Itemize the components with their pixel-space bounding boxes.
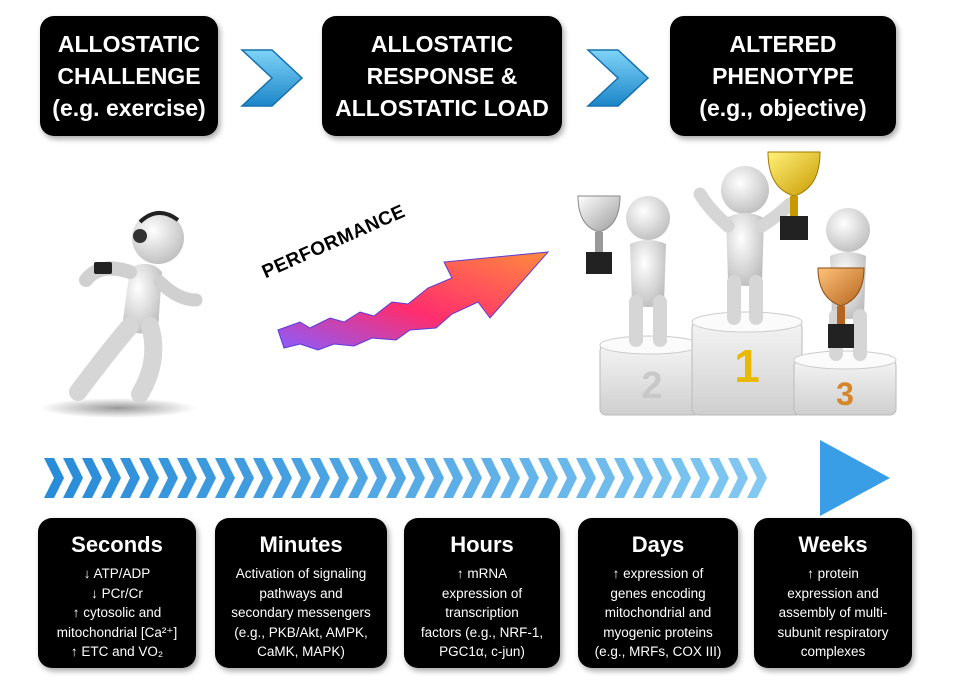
timeline-box-minutes: Minutes Activation of signaling pathways… xyxy=(215,518,387,668)
timeline-chevron-segment xyxy=(348,458,368,498)
timeline-chevron-segment xyxy=(671,458,691,498)
timeline-chevron-segment xyxy=(177,458,197,498)
timeline-box-seconds: Seconds ↓ ATP/ADP ↓ PCr/Cr ↑ cytosolic a… xyxy=(38,518,196,668)
trophy-icon xyxy=(768,152,820,240)
timeline-chevron-segment xyxy=(386,458,406,498)
timeline-chevron-segment xyxy=(120,458,140,498)
timeline-chevron-segment xyxy=(633,458,653,498)
timeline-chevron-segment xyxy=(576,458,596,498)
timeline-chevron-segment xyxy=(500,458,520,498)
timeline-arrow-icon xyxy=(44,440,890,516)
timeline-chevron-segment xyxy=(481,458,501,498)
timeline-chevron-segment xyxy=(747,458,767,498)
timeline-chevron-segment xyxy=(82,458,102,498)
timeline-body-weeks: ↑ protein expression and assembly of mul… xyxy=(754,564,912,662)
timeline-chevron-segment xyxy=(443,458,463,498)
performance-arrow-icon xyxy=(278,252,548,350)
timeline-chevron-segment xyxy=(253,458,273,498)
timeline-body-days: ↑ expression of genes encoding mitochond… xyxy=(578,564,738,662)
timeline-chevron-segment xyxy=(538,458,558,498)
runner-figure-icon xyxy=(40,212,196,418)
timeline-chevron-segment xyxy=(595,458,615,498)
timeline-chevron-segment xyxy=(405,458,425,498)
timeline-chevron-segment xyxy=(158,458,178,498)
timeline-chevron-segment xyxy=(424,458,444,498)
timeline-chevron-segment xyxy=(272,458,292,498)
timeline-chevron-segment xyxy=(690,458,710,498)
timeline-chevron-segment xyxy=(310,458,330,498)
timeline-box-hours: Hours ↑ mRNA expression of transcription… xyxy=(404,518,560,668)
timeline-chevron-segment xyxy=(196,458,216,498)
timeline-body-hours: ↑ mRNA expression of transcription facto… xyxy=(404,564,560,662)
timeline-arrow-head xyxy=(820,440,890,516)
timeline-chevron-segment xyxy=(139,458,159,498)
timeline-box-days: Days ↑ expression of genes encoding mito… xyxy=(578,518,738,668)
timeline-chevron-segment xyxy=(709,458,729,498)
timeline-chevron-segment xyxy=(462,458,482,498)
timeline-chevron-segment xyxy=(614,458,634,498)
timeline-chevron-segment xyxy=(63,458,83,498)
timeline-chevron-segment xyxy=(728,458,748,498)
timeline-title-weeks: Weeks xyxy=(754,532,912,558)
podium-second-label: 2 xyxy=(641,365,662,407)
podium-third-label: 3 xyxy=(836,376,854,412)
trophy-icon xyxy=(578,196,620,274)
timeline-chevron-segment xyxy=(101,458,121,498)
timeline-box-weeks: Weeks ↑ protein expression and assembly … xyxy=(754,518,912,668)
timeline-chevron-segment xyxy=(291,458,311,498)
timeline-chevron-segment xyxy=(557,458,577,498)
timeline-chevron-segment xyxy=(519,458,539,498)
timeline-title-seconds: Seconds xyxy=(38,532,196,558)
timeline-chevron-segment xyxy=(234,458,254,498)
timeline-chevron-segment xyxy=(652,458,672,498)
timeline-chevron-segment xyxy=(44,458,64,498)
timeline-body-minutes: Activation of signaling pathways and sec… xyxy=(215,564,387,662)
timeline-title-minutes: Minutes xyxy=(215,532,387,558)
timeline-body-seconds: ↓ ATP/ADP ↓ PCr/Cr ↑ cytosolic and mitoc… xyxy=(38,564,196,662)
timeline-chevron-segment xyxy=(329,458,349,498)
timeline-chevron-segment xyxy=(367,458,387,498)
timeline-title-hours: Hours xyxy=(404,532,560,558)
podium-first-label: 1 xyxy=(734,340,760,392)
timeline-chevron-segment xyxy=(215,458,235,498)
timeline-title-days: Days xyxy=(578,532,738,558)
